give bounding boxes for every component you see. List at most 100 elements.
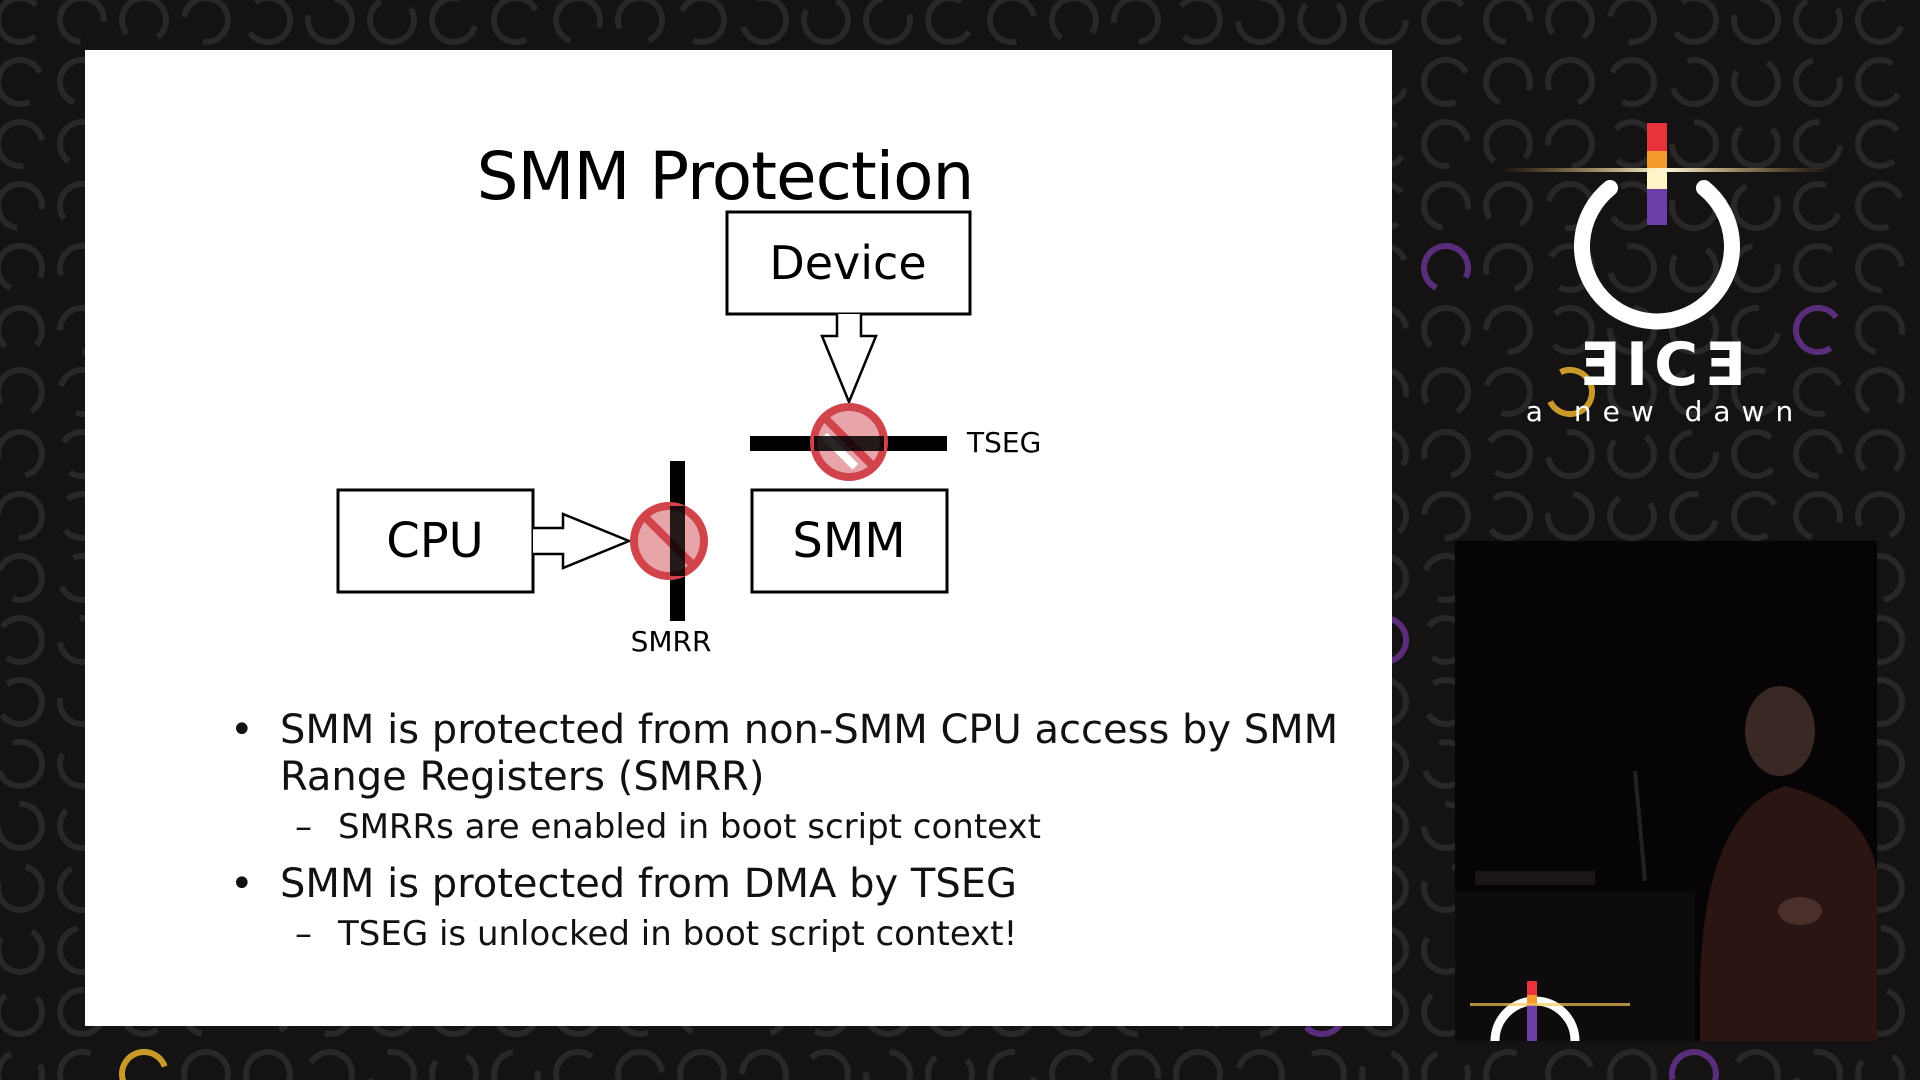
cpu-to-smm-arrow bbox=[533, 512, 633, 570]
background-ring bbox=[1173, 1049, 1223, 1080]
background-ring bbox=[863, 0, 913, 45]
bullet-marker: • bbox=[230, 707, 254, 753]
background-ring bbox=[0, 615, 45, 665]
background-ring bbox=[1551, 305, 1595, 355]
background-ring bbox=[863, 1049, 913, 1080]
background-ring bbox=[0, 677, 45, 727]
background-ring bbox=[0, 1051, 45, 1080]
conference-tagline: a new dawn bbox=[1525, 395, 1805, 428]
background-ring bbox=[1483, 0, 1533, 45]
background-ring bbox=[1793, 1049, 1843, 1080]
sub-bullet-item: – TSEG is unlocked in boot script contex… bbox=[195, 912, 1375, 956]
background-ring bbox=[739, 1049, 789, 1080]
background-ring bbox=[0, 304, 45, 349]
background-ring bbox=[1421, 119, 1471, 169]
background-ring bbox=[491, 0, 539, 45]
background-ring bbox=[1545, 429, 1596, 480]
background-ring bbox=[1855, 429, 1905, 472]
background-ring bbox=[1359, 1050, 1409, 1080]
background-ring bbox=[367, 1049, 417, 1080]
background-ring bbox=[1483, 1049, 1519, 1080]
smm-box bbox=[750, 488, 949, 594]
background-ring bbox=[491, 1049, 541, 1080]
background-ring bbox=[0, 57, 43, 107]
background-ring bbox=[1607, 434, 1657, 480]
background-ring bbox=[1669, 119, 1719, 169]
background-ring bbox=[1547, 367, 1595, 417]
background-ring bbox=[57, 987, 107, 1037]
sub-bullet-marker: – bbox=[295, 807, 312, 847]
background-ring bbox=[1487, 429, 1533, 479]
device-to-smm-arrow bbox=[820, 314, 878, 406]
background-ring bbox=[243, 1049, 293, 1080]
background-ring bbox=[57, 0, 107, 45]
sub-bullet-item: – SMRRs are enabled in boot script conte… bbox=[195, 805, 1375, 849]
smm-protection-diagram: Device TSEG SMM CPU SMRR bbox=[336, 210, 1041, 658]
background-ring bbox=[1731, 491, 1778, 541]
background-ring bbox=[1484, 367, 1534, 417]
background-ring bbox=[1235, 0, 1285, 45]
background-ring bbox=[1421, 428, 1472, 479]
background-ring bbox=[1854, 119, 1900, 169]
background-ring bbox=[1854, 0, 1904, 45]
background-ring bbox=[1730, 429, 1775, 479]
background-ring bbox=[308, 1049, 355, 1080]
tseg-label: TSEG bbox=[966, 426, 1041, 459]
background-ring bbox=[0, 367, 45, 414]
background-ring bbox=[0, 0, 39, 45]
video-watermark-logo bbox=[1470, 981, 1630, 1041]
background-ring bbox=[1545, 56, 1596, 106]
speaker-video-image bbox=[1455, 541, 1877, 1041]
background-ring bbox=[1545, 1049, 1594, 1080]
background-ring bbox=[1855, 305, 1905, 355]
background-ring bbox=[1483, 118, 1533, 164]
background-ring bbox=[740, 0, 789, 45]
background-ring bbox=[1049, 1049, 1095, 1080]
background-ring bbox=[1792, 181, 1842, 232]
background-ring bbox=[367, 0, 417, 45]
background-ring bbox=[0, 863, 45, 913]
slide-title: SMM Protection bbox=[476, 138, 975, 215]
background-ring bbox=[0, 181, 45, 231]
background-ring bbox=[1297, 2, 1347, 45]
background-ring bbox=[1609, 57, 1657, 107]
background-ring bbox=[1792, 243, 1838, 293]
background-ring bbox=[1607, 495, 1657, 541]
background-ring bbox=[1669, 1049, 1719, 1080]
background-ring bbox=[552, 1049, 594, 1080]
sub-bullet-text: SMRRs are enabled in boot script context bbox=[338, 807, 1041, 847]
background-ring bbox=[1855, 366, 1905, 414]
background-ring bbox=[1855, 243, 1905, 293]
background-ring bbox=[1731, 0, 1782, 46]
background-ring bbox=[1483, 242, 1533, 292]
background-ring bbox=[1669, 247, 1719, 293]
background-ring bbox=[1669, 368, 1719, 418]
background-ring bbox=[1793, 429, 1843, 480]
background-ring bbox=[615, 1049, 665, 1080]
background-ring bbox=[801, 0, 851, 46]
bullet-item: • SMM is protected from DMA by TSEG bbox=[195, 861, 1375, 908]
background-ring bbox=[1793, 119, 1843, 169]
background-ring bbox=[119, 1049, 168, 1080]
background-ring bbox=[1420, 367, 1471, 414]
background-ring bbox=[181, 1049, 231, 1080]
background-ring bbox=[0, 800, 45, 851]
background-ring bbox=[1310, 1049, 1347, 1080]
speaker-video-feed bbox=[1455, 541, 1877, 1041]
background-ring bbox=[1545, 491, 1595, 541]
background-ring bbox=[1793, 0, 1844, 45]
background-ring bbox=[1607, 243, 1658, 294]
background-ring bbox=[1420, 0, 1465, 45]
background-ring bbox=[247, 0, 293, 45]
bullet-item: • SMM is protected from non-SMM CPU acce… bbox=[195, 707, 1375, 801]
background-ring bbox=[1607, 0, 1658, 45]
background-ring bbox=[1359, 0, 1409, 45]
power-icon bbox=[1500, 123, 1830, 330]
conference-logo bbox=[1500, 123, 1830, 330]
background-ring bbox=[1178, 0, 1223, 45]
background-ring bbox=[0, 491, 45, 542]
background-ring bbox=[1545, 0, 1595, 40]
background-ring bbox=[1731, 183, 1781, 231]
background-ring bbox=[0, 739, 45, 789]
background-ring bbox=[1488, 491, 1534, 541]
